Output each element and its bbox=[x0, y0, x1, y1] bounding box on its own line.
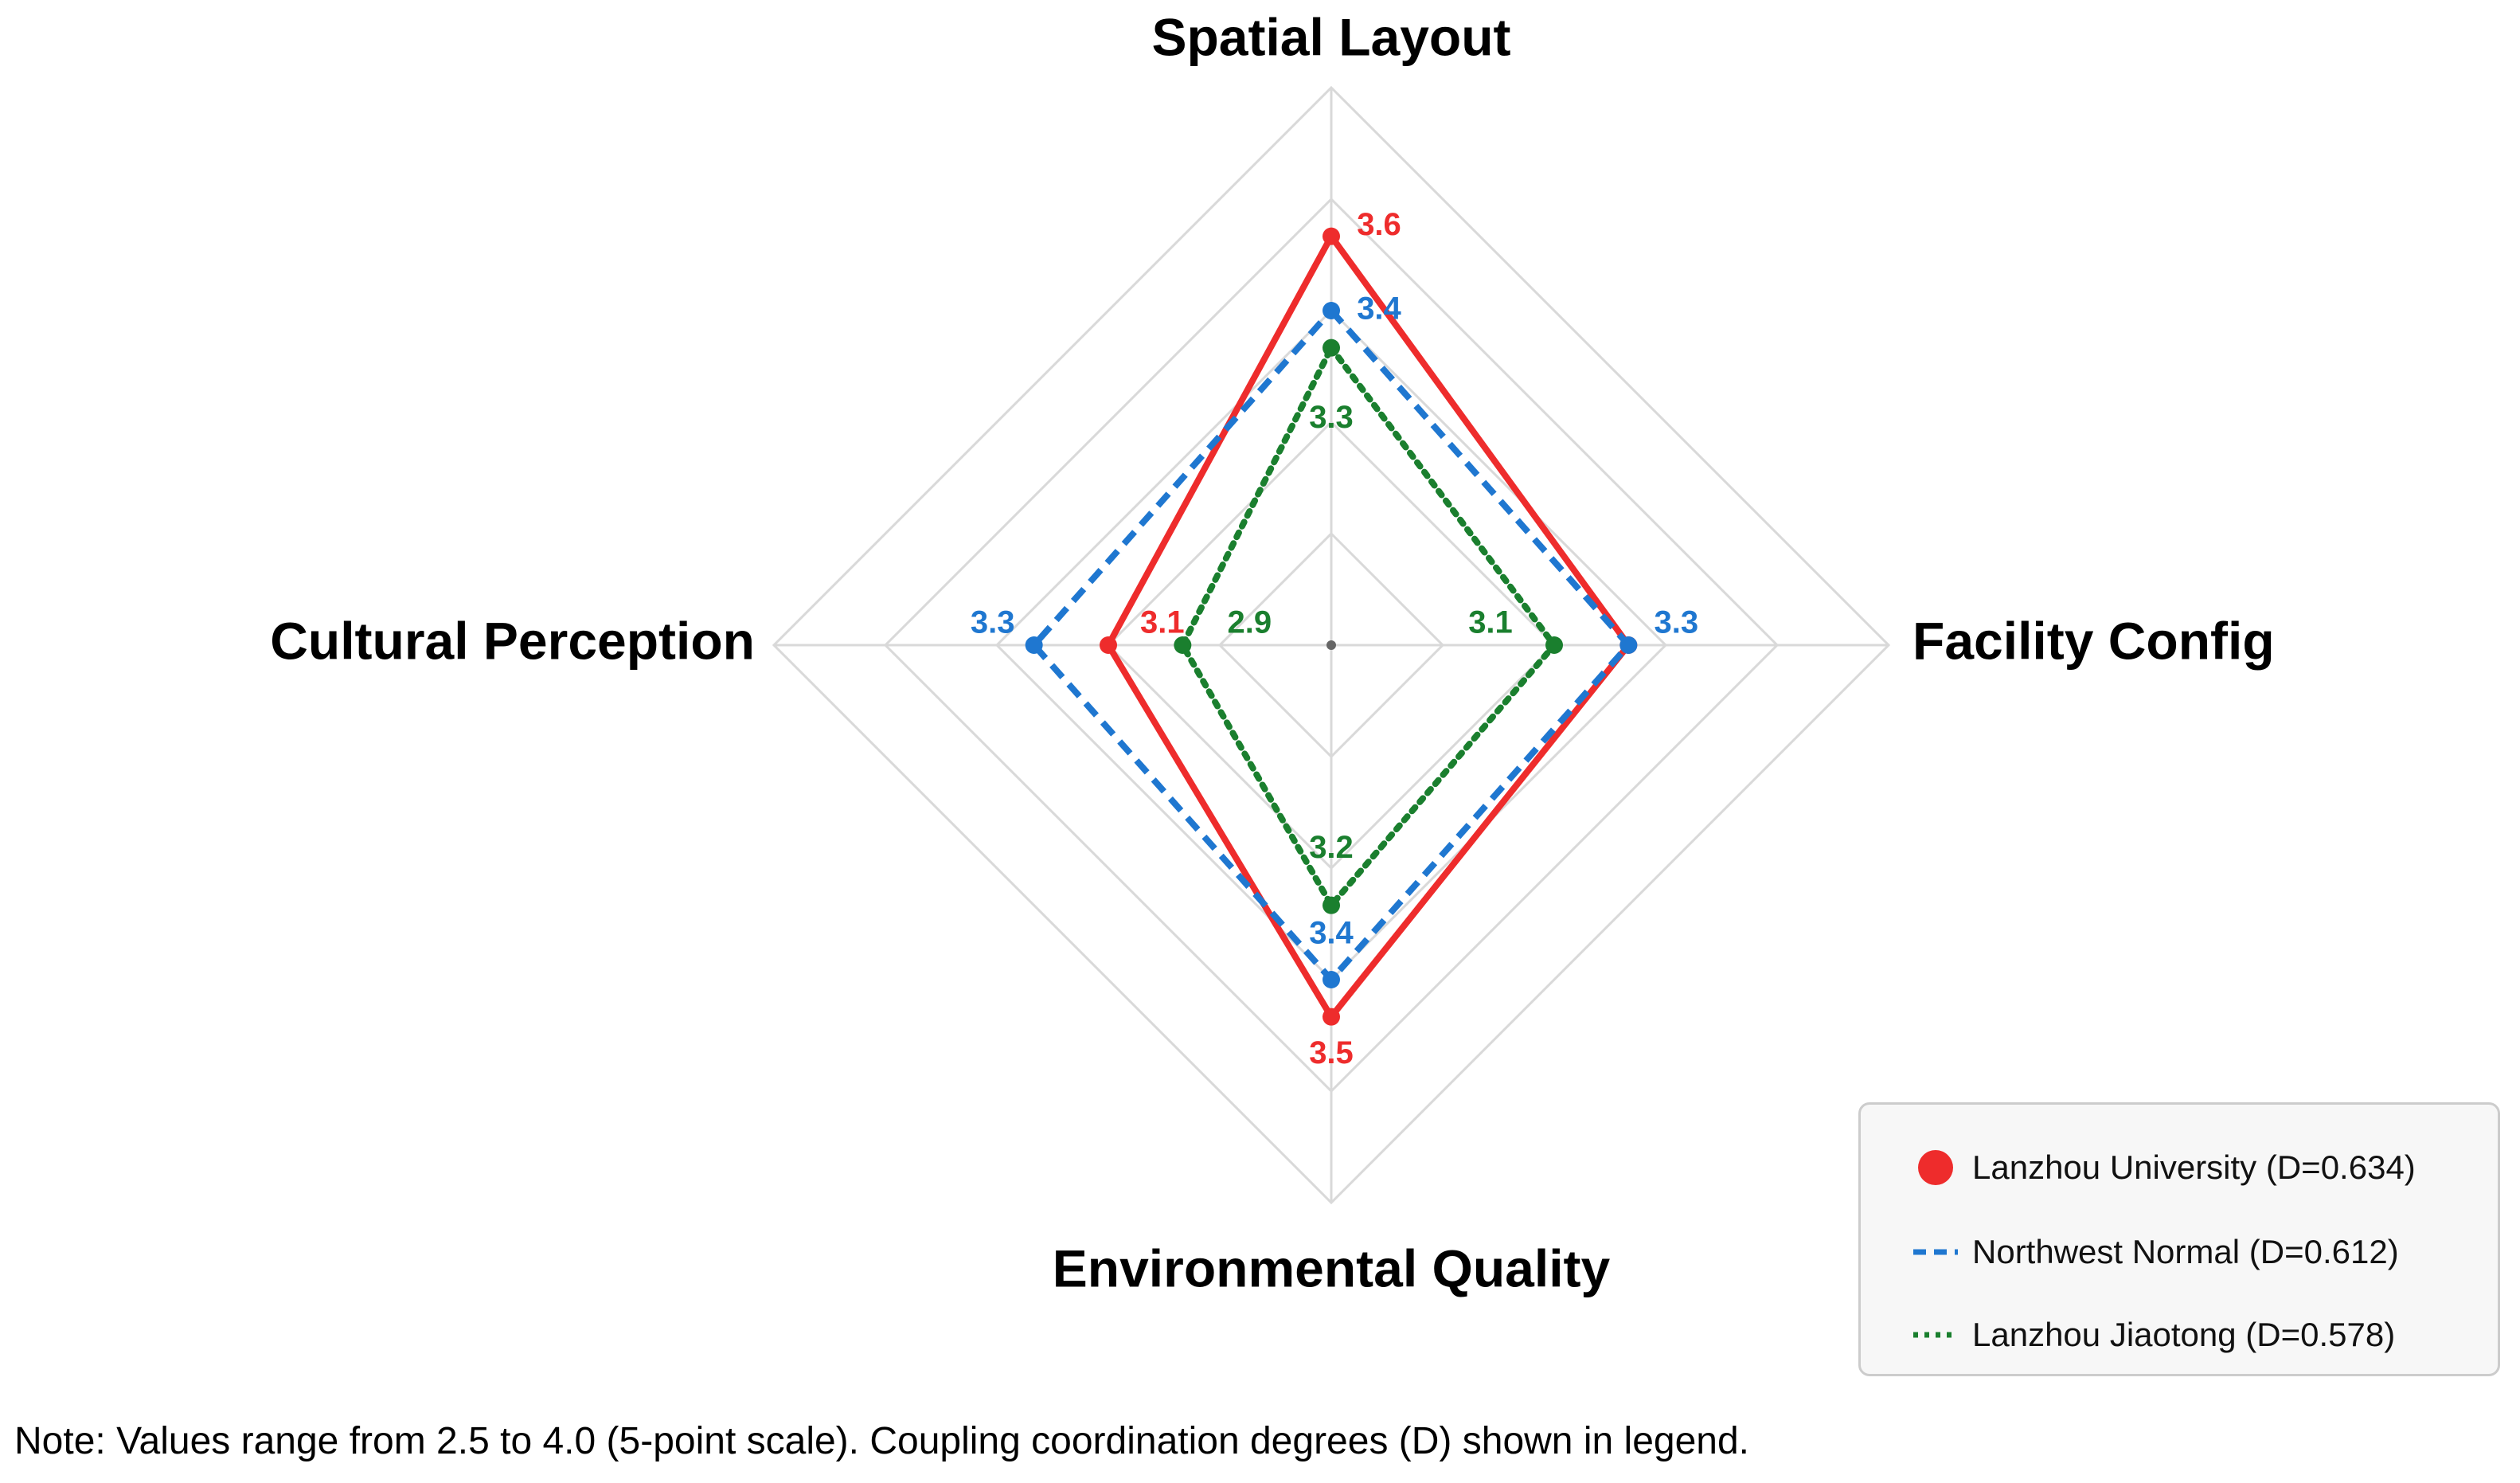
data-point bbox=[1323, 896, 1340, 914]
data-point bbox=[1545, 636, 1563, 654]
data-label: 3.1 bbox=[1140, 605, 1185, 640]
legend-label: Lanzhou University (D=0.634) bbox=[1972, 1148, 2416, 1186]
axis-title: Spatial Layout bbox=[1151, 7, 1510, 66]
legend-item-lanzhou-jiaotong: Lanzhou Jiaotong (D=0.578) bbox=[1904, 1311, 2395, 1359]
data-label: 3.4 bbox=[1309, 916, 1354, 951]
data-label: 3.5 bbox=[1309, 1035, 1354, 1070]
data-point bbox=[1323, 227, 1340, 245]
data-point bbox=[1323, 971, 1340, 988]
data-point bbox=[1100, 636, 1117, 654]
legend-item-northwest-normal: Northwest Normal (D=0.612) bbox=[1904, 1228, 2399, 1276]
legend-marker-dot-icon bbox=[1918, 1150, 1953, 1185]
data-label: 2.9 bbox=[1228, 605, 1272, 640]
legend: Lanzhou University (D=0.634) Northwest N… bbox=[1858, 1102, 2500, 1376]
data-label: 3.6 bbox=[1357, 207, 1401, 242]
data-label: 3.4 bbox=[1357, 292, 1401, 327]
legend-label: Northwest Normal (D=0.612) bbox=[1972, 1233, 2399, 1270]
center-dot bbox=[1326, 640, 1336, 650]
data-point bbox=[1619, 636, 1638, 654]
legend-label: Lanzhou Jiaotong (D=0.578) bbox=[1972, 1316, 2396, 1353]
legend-item-lanzhou-university: Lanzhou University (D=0.634) bbox=[1904, 1144, 2416, 1191]
legend-marker-dotted-line-icon bbox=[1913, 1332, 1958, 1338]
axis-title: Environmental Quality bbox=[1053, 1238, 1611, 1297]
axis-title: Facility Config bbox=[1912, 611, 2275, 670]
data-label: 3.2 bbox=[1309, 830, 1354, 865]
radar-series bbox=[1025, 227, 1638, 1026]
data-point bbox=[1323, 1008, 1340, 1026]
data-label: 3.3 bbox=[1309, 400, 1354, 435]
data-label: 3.3 bbox=[1655, 605, 1699, 640]
data-point bbox=[1025, 636, 1043, 654]
data-point bbox=[1323, 338, 1340, 357]
data-point bbox=[1323, 302, 1340, 319]
legend-marker-dashed-line-icon bbox=[1913, 1249, 1958, 1255]
data-point bbox=[1174, 636, 1192, 654]
data-label: 3.1 bbox=[1468, 605, 1513, 640]
legend-dot bbox=[1918, 1150, 1953, 1185]
chart-note: Note: Values range from 2.5 to 4.0 (5-po… bbox=[14, 1420, 1750, 1462]
data-label: 3.3 bbox=[971, 605, 1015, 640]
axis-title: Cultural Perception bbox=[270, 611, 755, 670]
